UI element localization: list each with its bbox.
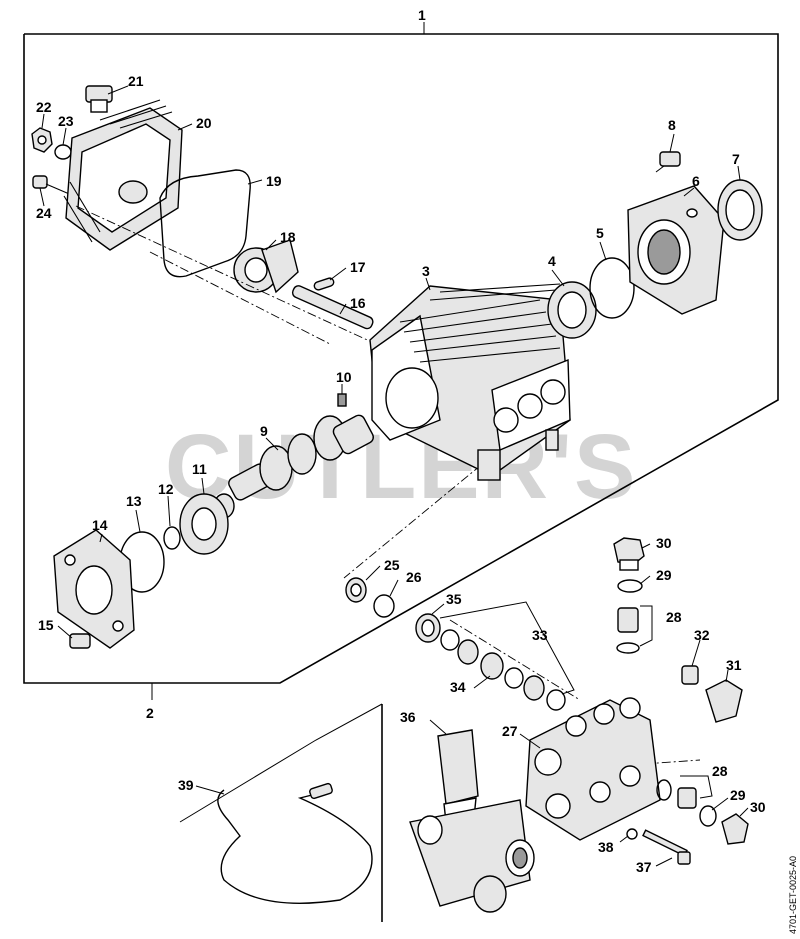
ring-33a — [440, 629, 460, 651]
oring-38 — [626, 828, 638, 840]
ring-33b — [457, 639, 479, 665]
gasket-19 — [159, 169, 251, 278]
bracket-33 — [439, 601, 575, 695]
axis-line-cover — [75, 205, 377, 345]
packing-35 — [415, 613, 441, 643]
valve-manifold-27 — [525, 697, 661, 841]
screw-8 — [655, 151, 681, 173]
callout-1: 1 — [418, 7, 426, 23]
bolt-37 — [642, 829, 691, 865]
callout-21: 21 — [128, 73, 144, 89]
shaft-seal-7 — [717, 179, 763, 241]
callout-39: 39 — [178, 777, 194, 793]
callout-34: 34 — [450, 679, 466, 695]
callout-22: 22 — [36, 99, 52, 115]
callout-15: 15 — [38, 617, 54, 633]
callout-33: 33 — [532, 627, 548, 643]
callout-29b: 29 — [730, 787, 746, 803]
key-10 — [337, 393, 347, 407]
crankcase-3 — [369, 283, 571, 481]
flange-14 — [53, 529, 135, 649]
callout-10: 10 — [336, 369, 352, 385]
callout-37: 37 — [636, 859, 652, 875]
callout-9: 9 — [260, 423, 268, 439]
nut-22 — [31, 127, 53, 153]
axis-line-packing — [449, 619, 581, 701]
oil-plug-21 — [85, 85, 113, 113]
callout-4: 4 — [548, 253, 556, 269]
callout-5: 5 — [596, 225, 604, 241]
bearing-4 — [547, 281, 597, 339]
oring-5 — [589, 257, 635, 319]
plug-32 — [681, 665, 699, 685]
plug-30-top — [613, 537, 645, 571]
seal-25 — [345, 577, 367, 603]
callout-18: 18 — [280, 229, 296, 245]
unloader-valve-36 — [409, 729, 535, 913]
callout-leaders — [39, 85, 749, 867]
callout-29a: 29 — [656, 567, 672, 583]
callout-24: 24 — [36, 205, 52, 221]
fitting-31 — [705, 679, 743, 723]
ring-33c — [504, 667, 524, 689]
bearing-cover-6 — [627, 185, 725, 315]
callout-12: 12 — [158, 481, 174, 497]
callout-32: 32 — [694, 627, 710, 643]
ring-33e — [546, 689, 566, 711]
plunger-16 — [291, 285, 374, 330]
ring-34 — [480, 652, 504, 680]
callout-31: 31 — [726, 657, 742, 673]
plug-30-bottom — [721, 813, 749, 845]
ball-bearing-11 — [179, 493, 229, 555]
callout-25: 25 — [384, 557, 400, 573]
callout-38: 38 — [598, 839, 614, 855]
callout-36: 36 — [400, 709, 416, 725]
callout-30b: 30 — [750, 799, 766, 815]
check-valve-28-bottom — [677, 787, 697, 809]
callout-20: 20 — [196, 115, 212, 131]
callout-26: 26 — [406, 569, 422, 585]
check-valve-28-top — [616, 607, 640, 654]
hose-39 — [217, 782, 373, 904]
callout-16: 16 — [350, 295, 366, 311]
oring-26 — [373, 594, 395, 618]
callout-17: 17 — [350, 259, 366, 275]
callout-35: 35 — [446, 591, 462, 607]
pin-17 — [313, 277, 335, 291]
frame-2-diag — [179, 703, 383, 823]
assembly-1-frame — [23, 33, 779, 684]
callout-23: 23 — [58, 113, 74, 129]
callout-28b: 28 — [712, 763, 728, 779]
callout-3: 3 — [422, 263, 430, 279]
oring-29-bottom — [699, 805, 717, 827]
oring-29-top — [617, 579, 643, 593]
oring-28-bottom — [656, 779, 672, 801]
callout-13: 13 — [126, 493, 142, 509]
callout-11: 11 — [192, 461, 207, 477]
snap-ring-12 — [163, 526, 181, 550]
callout-27: 27 — [502, 723, 518, 739]
ring-33d — [523, 675, 545, 701]
crankshaft-9 — [213, 414, 374, 519]
screw-15 — [69, 633, 91, 649]
callout-28a: 28 — [666, 609, 682, 625]
washer-23 — [54, 144, 72, 160]
callout-7: 7 — [732, 151, 740, 167]
callout-labels: 1 2 3 4 5 6 7 8 9 10 11 12 13 14 15 16 1… — [36, 7, 766, 875]
callout-6: 6 — [692, 173, 700, 189]
connecting-rod-18 — [233, 239, 299, 294]
drawing-code: 4701-GET-0025-A0 — [788, 856, 798, 934]
callout-8: 8 — [668, 117, 676, 133]
callout-2: 2 — [146, 705, 154, 721]
callout-14: 14 — [92, 517, 108, 533]
callout-30a: 30 — [656, 535, 672, 551]
callout-19: 19 — [266, 173, 282, 189]
